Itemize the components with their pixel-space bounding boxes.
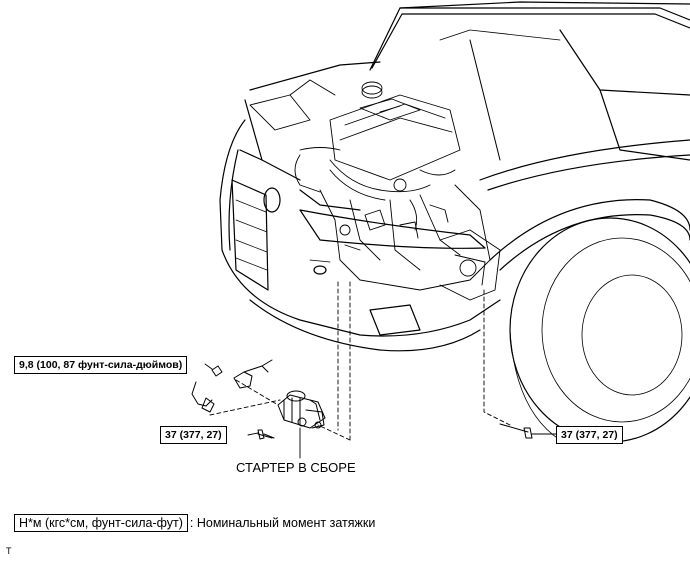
footer-mark: T (6, 546, 12, 556)
bolts (257, 423, 533, 440)
torque-callout-starter-bolt-left: 37 (377, 27) (160, 426, 227, 444)
leader-lines (209, 281, 511, 441)
torque-callout-starter-bolt-right: 37 (377, 27) (556, 426, 623, 444)
callout-leaders (204, 363, 557, 459)
starter-assembly-label: СТАРТЕР В СБОРЕ (236, 460, 356, 475)
wire-harness (191, 359, 273, 413)
torque-callout-connector-nut: 9,8 (100, 87 фунт-сила-дюймов) (14, 356, 188, 374)
torque-legend: Н*м (кгс*см, фунт-сила-фут): Номинальный… (14, 514, 375, 532)
engine-assembly (249, 79, 501, 301)
legend-description: : Номинальный момент затяжки (189, 516, 376, 530)
starter-assembly (277, 390, 326, 429)
legend-unit-box: Н*м (кгс*см, фунт-сила-фут) (14, 514, 188, 532)
car-body (219, 1, 690, 443)
